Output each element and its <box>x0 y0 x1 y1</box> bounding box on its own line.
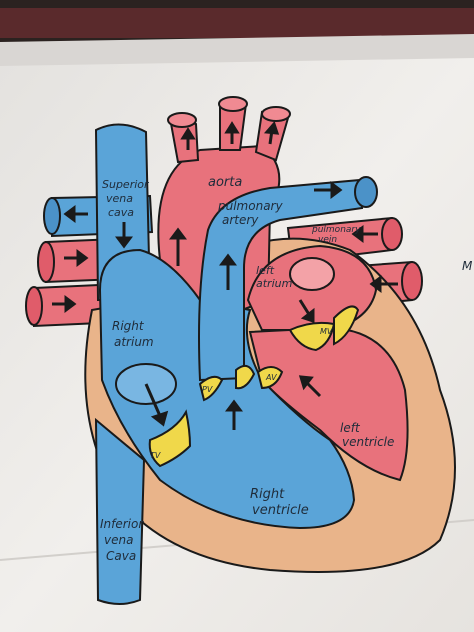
left-atrium-label: left <box>256 264 275 277</box>
superior-vena-cava-label-3: cava <box>108 206 134 219</box>
right-ventricle-label: Right <box>250 487 285 502</box>
right-ventricle-label-2: ventricle <box>252 503 309 518</box>
heart-valves <box>148 305 360 468</box>
book-cover <box>0 8 474 38</box>
pulmonary-valve-label: PV <box>202 385 213 394</box>
inferior-vena-cava-label-3: Cava <box>106 549 136 563</box>
left-atrium-label-2: atrium <box>256 277 292 290</box>
tricuspid-valve-label: TV <box>150 451 161 460</box>
left-ventricle-label-2: ventricle <box>342 435 394 449</box>
inferior-vena-cava-label-2: vena <box>104 533 133 547</box>
inferior-vena-cava-label: Inferior <box>100 517 144 531</box>
pulmonary-artery <box>198 176 378 382</box>
superior-vena-cava-label-2: vena <box>106 192 133 205</box>
aortic-valve-label: AV <box>265 373 277 382</box>
pulmonary-artery-label-2: artery <box>222 213 259 227</box>
pulmonary-artery-label: pulmonary <box>217 199 283 213</box>
pulmonary-vein-label-2: vein <box>318 235 337 245</box>
margin-mark: M <box>462 259 473 273</box>
mitral-valve-label: MV <box>320 327 333 336</box>
right-atrium-label: Right <box>112 319 145 333</box>
flow-arrows <box>52 121 398 430</box>
right-atrium-label-2: atrium <box>114 335 154 349</box>
labels: Superior vena cava aorta pulmonary arter… <box>100 175 473 563</box>
inferior-vena-cava <box>94 417 146 605</box>
pulmonary-vein-label: pulmonary <box>311 225 361 235</box>
left-ventricle-label: left <box>340 421 361 435</box>
superior-vena-cava-label: Superior <box>102 178 150 191</box>
aorta-label: aorta <box>208 175 242 190</box>
